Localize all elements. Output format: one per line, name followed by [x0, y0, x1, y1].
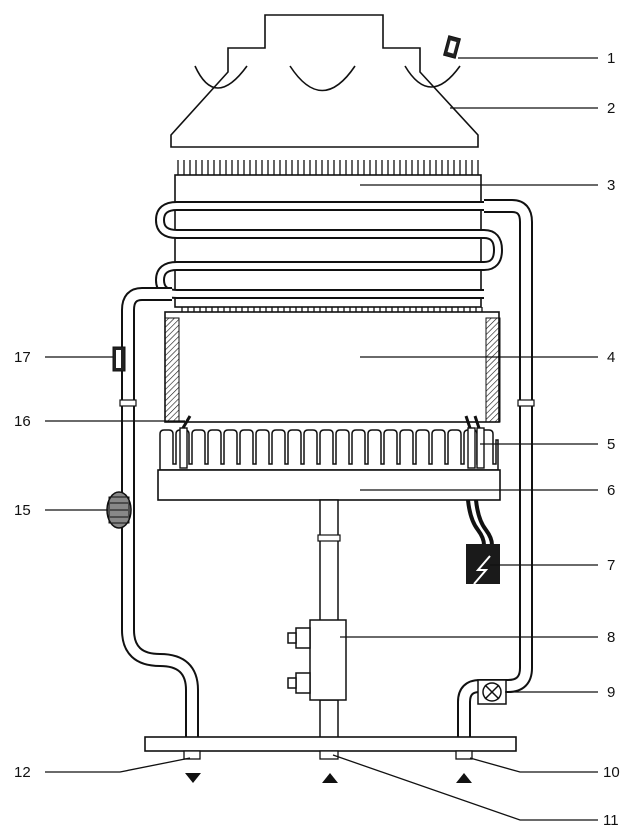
callout-10: 10 [603, 764, 620, 781]
base-plate [144, 736, 517, 760]
gas-valve [287, 619, 347, 701]
leader-lines [45, 57, 598, 821]
callout-5: 5 [607, 436, 615, 453]
overheat-sensor [443, 35, 461, 59]
flame-sensor [464, 415, 485, 469]
heat-exchanger [154, 160, 504, 322]
callout-16: 16 [14, 413, 31, 430]
callout-12: 12 [14, 764, 31, 781]
callout-4: 4 [607, 349, 615, 366]
ignition-electrode [179, 415, 192, 469]
hot-water-pipe [457, 199, 533, 742]
callout-17: 17 [14, 349, 31, 366]
cold-water-pipe [121, 287, 199, 742]
ignition-module [466, 499, 500, 585]
callout-6: 6 [607, 482, 615, 499]
callout-7: 7 [607, 557, 615, 574]
callout-3: 3 [607, 177, 615, 194]
flue-hood [170, 14, 479, 148]
callout-2: 2 [607, 100, 615, 117]
callout-11: 11 [603, 812, 619, 829]
burner [157, 429, 501, 501]
combustion-chamber [164, 311, 501, 423]
callout-8: 8 [607, 629, 615, 646]
outflow-arrow-icon [185, 773, 201, 783]
gas-inflow-arrow-icon [322, 773, 338, 783]
callout-1: 1 [607, 50, 615, 67]
pipe-temperature-sensor [112, 346, 126, 372]
water-flow-sensor [477, 679, 507, 705]
water-flow-valve [106, 491, 132, 529]
callout-15: 15 [14, 502, 31, 519]
callout-9: 9 [607, 684, 615, 701]
water-inflow-arrow-icon [456, 773, 472, 783]
